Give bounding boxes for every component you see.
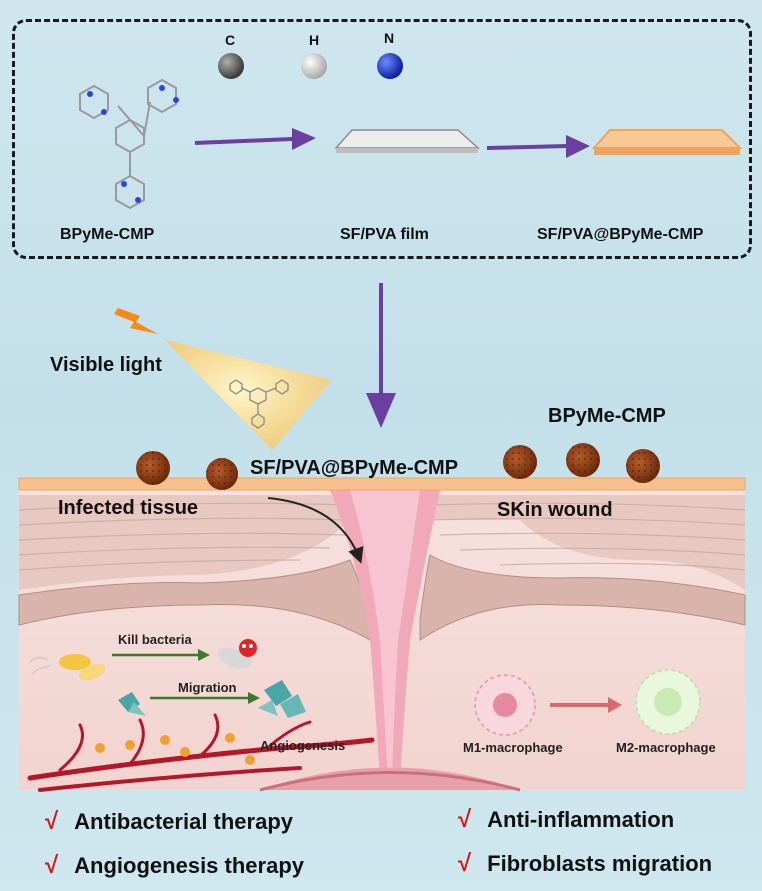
polarization-arrow: [550, 697, 622, 713]
benefit-label: Antibacterial therapy: [74, 809, 294, 834]
hydrogen-label: H: [309, 32, 320, 48]
angiogenesis-label: Angiogenesis: [260, 738, 346, 753]
nitrogen-atom-icon: [377, 53, 403, 79]
benefit-item: √ Angiogenesis therapy: [45, 852, 304, 880]
carbon-label: C: [225, 32, 236, 48]
film-label: SF/PVA@BPyMe-CMP: [250, 457, 459, 479]
bpyme-cmp-label: BPyMe-CMP: [60, 226, 155, 243]
m1-macrophage-icon: [474, 674, 536, 736]
benefit-item: √ Fibroblasts migration: [458, 850, 712, 878]
m2-macrophage-label: M2-macrophage: [616, 740, 716, 755]
bpyme-cmp-molecule-icon: [79, 78, 179, 210]
hydrogen-atom-icon: [301, 53, 327, 79]
synthesis-arrow-2: [486, 135, 590, 158]
sf-pva-film-icon: [334, 129, 480, 149]
benefit-label: Fibroblasts migration: [487, 851, 713, 876]
benefit-item: √ Antibacterial therapy: [45, 808, 293, 836]
migration-arrow: [150, 692, 260, 704]
down-arrow: [366, 283, 396, 428]
nitrogen-label: N: [384, 30, 395, 46]
check-icon: √: [458, 850, 472, 877]
fibroblast-icon: [118, 692, 146, 716]
migrated-fibroblasts-icon: [258, 680, 306, 718]
particles: [136, 443, 660, 490]
visible-light-label: Visible light: [50, 354, 162, 376]
synthesis-panel: [12, 19, 752, 259]
kill-bacteria-label: Kill bacteria: [118, 632, 192, 647]
bacteria-icon: [29, 654, 106, 681]
sf-pva-film-label: SF/PVA film: [340, 226, 429, 243]
dead-bacteria-icon: [217, 639, 257, 669]
sf-pva-bpyme-film-icon: [591, 129, 743, 149]
check-icon: √: [45, 808, 59, 835]
blood-vessels-icon: [27, 713, 375, 792]
lightning-icon: [114, 308, 158, 334]
m1-macrophage-label: M1-macrophage: [463, 740, 563, 755]
migration-label: Migration: [178, 680, 237, 695]
check-icon: √: [45, 852, 59, 879]
synthesis-arrow-1: [194, 128, 316, 150]
sf-pva-bpyme-label: SF/PVA@BPyMe-CMP: [537, 226, 704, 243]
curved-arrow: [267, 497, 364, 564]
particles-label: BPyMe-CMP: [548, 405, 666, 427]
check-icon: √: [458, 806, 472, 833]
benefit-label: Anti-inflammation: [487, 807, 675, 832]
cells: [95, 733, 255, 765]
m2-macrophage-icon: [635, 669, 701, 735]
infected-tissue-label: Infected tissue: [58, 497, 199, 519]
benefit-label: Angiogenesis therapy: [74, 853, 305, 878]
skin-wound-label: SKin wound: [497, 499, 613, 521]
kill-arrow: [112, 649, 210, 661]
carbon-atom-icon: [218, 53, 244, 79]
film-layer: [18, 477, 746, 491]
light-cone: [165, 340, 332, 450]
molecule-in-light-icon: [229, 379, 289, 429]
benefit-item: √ Anti-inflammation: [458, 806, 674, 834]
